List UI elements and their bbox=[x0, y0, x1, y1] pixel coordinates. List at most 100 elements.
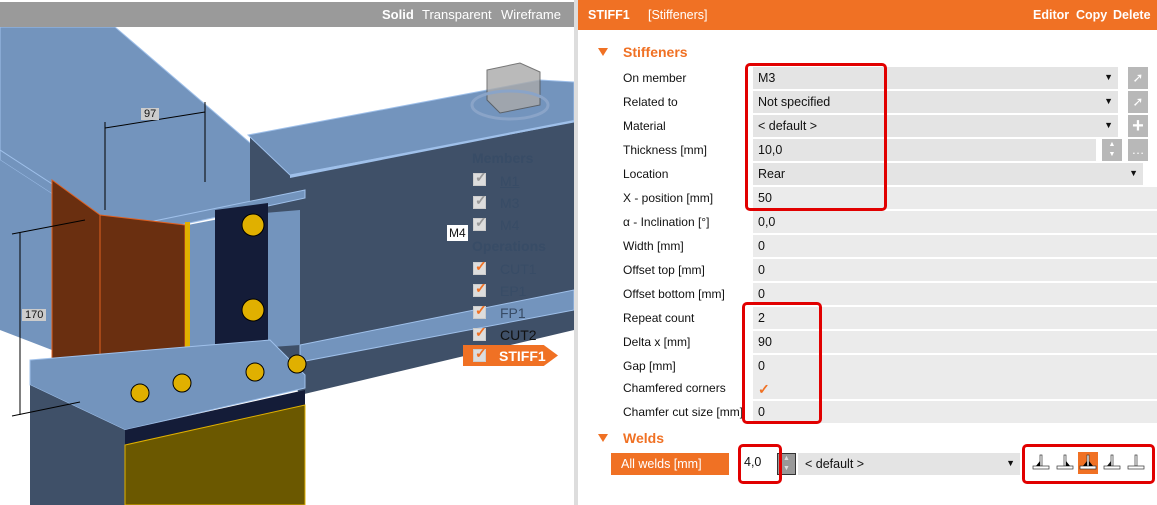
checkbox-icon[interactable] bbox=[473, 214, 487, 231]
chamfer-cut-size-field[interactable]: 0 bbox=[753, 401, 1157, 423]
editor-button[interactable]: Editor bbox=[1033, 8, 1070, 22]
weld-right-icon[interactable] bbox=[1055, 452, 1075, 474]
tree-member[interactable]: M1 bbox=[500, 173, 520, 189]
location-label: Location bbox=[623, 167, 669, 181]
tree-members-header[interactable]: Members bbox=[472, 150, 534, 166]
panel-subtitle: [Stiffeners] bbox=[648, 8, 708, 22]
material-label: Material bbox=[623, 119, 666, 133]
checkbox-icon[interactable] bbox=[473, 258, 487, 275]
properties-panel: STIFF1 [Stiffeners] Editor Copy Delete S… bbox=[578, 0, 1157, 505]
x-position-label: X - position [mm] bbox=[623, 191, 714, 205]
mode-transparent[interactable]: Transparent bbox=[422, 7, 492, 22]
mode-solid[interactable]: Solid bbox=[382, 7, 414, 22]
width-field[interactable]: 0 bbox=[753, 235, 1157, 257]
row-chamfer-cut-size: Chamfer cut size [mm] 0 bbox=[623, 401, 1157, 423]
row-on-member: On member M3▼ ➚ bbox=[623, 67, 1157, 89]
thickness-label: Thickness [mm] bbox=[623, 143, 708, 157]
row-related-to: Related to Not specified▼ ➚ bbox=[623, 91, 1157, 113]
tree-operation[interactable]: EP1 bbox=[500, 283, 527, 299]
tree-operation[interactable]: CUT1 bbox=[500, 261, 537, 277]
panel-header: STIFF1 [Stiffeners] Editor Copy Delete bbox=[578, 0, 1157, 30]
chevron-down-icon: ▼ bbox=[1006, 458, 1015, 468]
location-field[interactable]: Rear▼ bbox=[753, 163, 1143, 185]
checkbox-icon[interactable] bbox=[473, 324, 487, 341]
panel-title: STIFF1 bbox=[588, 8, 630, 22]
view-mode-bar: Solid Transparent Wireframe bbox=[0, 2, 574, 27]
related-to-label: Related to bbox=[623, 95, 678, 109]
repeat-count-field[interactable]: 2 bbox=[753, 307, 1157, 329]
offset-top-field[interactable]: 0 bbox=[753, 259, 1157, 281]
row-x-position: X - position [mm] 50 bbox=[623, 187, 1157, 209]
delta-x-label: Delta x [mm] bbox=[623, 335, 691, 349]
row-location: Location Rear▼ bbox=[623, 163, 1157, 185]
dimension-width: 97 bbox=[141, 108, 160, 120]
more-icon[interactable]: … bbox=[1128, 139, 1148, 161]
related-to-field[interactable]: Not specified▼ bbox=[753, 91, 1118, 113]
x-position-field[interactable]: 50 bbox=[753, 187, 1157, 209]
checkbox-icon[interactable] bbox=[473, 280, 487, 297]
row-offset-top: Offset top [mm]0 bbox=[623, 259, 1157, 281]
delete-button[interactable]: Delete bbox=[1113, 8, 1151, 22]
gap-label: Gap [mm] bbox=[623, 359, 676, 373]
row-inclination: α - Inclination [°] 0,0 bbox=[623, 211, 1157, 233]
offset-bottom-label: Offset bottom [mm] bbox=[623, 287, 725, 301]
row-repeat-count: Repeat count 2 bbox=[623, 307, 1157, 329]
row-material: Material < default >▼ + bbox=[623, 115, 1157, 137]
weld-rear-icon[interactable] bbox=[1102, 452, 1122, 474]
checkbox-icon[interactable] bbox=[473, 345, 487, 362]
chamfered-corners-label: Chamfered corners bbox=[623, 381, 726, 395]
tree-operation-selected[interactable]: STIFF1 bbox=[463, 345, 558, 366]
all-welds-label: All welds [mm] bbox=[611, 453, 729, 475]
chevron-down-icon: ▼ bbox=[1104, 72, 1113, 82]
highlight-box bbox=[1022, 444, 1155, 484]
tree-operations-header[interactable]: Operations bbox=[472, 238, 546, 254]
delta-x-field[interactable]: 90 bbox=[753, 331, 1157, 353]
thickness-stepper[interactable]: ▲▼ bbox=[1102, 139, 1122, 161]
copy-button[interactable]: Copy bbox=[1076, 8, 1108, 22]
width-label: Width [mm] bbox=[623, 239, 684, 253]
checkbox-icon[interactable] bbox=[473, 192, 487, 209]
on-member-field[interactable]: M3▼ bbox=[753, 67, 1118, 89]
chevron-down-icon: ▼ bbox=[1129, 168, 1138, 178]
thickness-field[interactable]: 10,0 bbox=[753, 139, 1096, 161]
material-field[interactable]: < default >▼ bbox=[753, 115, 1118, 137]
add-material-icon[interactable]: + bbox=[1128, 115, 1148, 137]
on-member-label: On member bbox=[623, 71, 687, 85]
weld-left-icon[interactable] bbox=[1031, 452, 1051, 474]
row-thickness: Thickness [mm] 10,0 ▲▼ … bbox=[623, 139, 1157, 161]
tree-member[interactable]: M4 bbox=[500, 217, 520, 233]
chamfered-corners-field[interactable]: ✓ bbox=[753, 377, 1157, 399]
row-width: Width [mm] 0 bbox=[623, 235, 1157, 257]
collapse-icon[interactable] bbox=[598, 48, 608, 56]
pick-cursor-icon[interactable]: ➚ bbox=[1128, 67, 1148, 89]
chevron-down-icon: ▼ bbox=[1104, 96, 1113, 106]
pick-cursor-icon[interactable]: ➚ bbox=[1128, 91, 1148, 113]
checkbox-icon[interactable] bbox=[473, 302, 487, 319]
weld-material-select[interactable]: < default >▼ bbox=[798, 453, 1020, 475]
row-delta-x: Delta x [mm] 90 bbox=[623, 331, 1157, 353]
checkbox-icon[interactable] bbox=[473, 169, 487, 186]
gap-field[interactable]: 0 bbox=[753, 355, 1157, 377]
tree-member[interactable]: M3 bbox=[500, 195, 520, 211]
tree-operation[interactable]: CUT2 bbox=[500, 327, 537, 343]
row-chamfered-corners: Chamfered corners ✓ bbox=[623, 377, 1157, 399]
collapse-icon[interactable] bbox=[598, 434, 608, 442]
weld-size-input[interactable]: 4,0 bbox=[741, 450, 776, 478]
model-drawing bbox=[0, 26, 574, 505]
offset-bottom-field[interactable]: 0 bbox=[753, 283, 1157, 305]
highlight-box bbox=[738, 444, 782, 484]
weld-both-icon[interactable] bbox=[1078, 452, 1098, 474]
member-tag: M4 bbox=[447, 225, 468, 241]
3d-viewport[interactable]: Solid Transparent Wireframe 97 170 M4 Me… bbox=[0, 0, 574, 505]
row-offset-bottom: Offset bottom [mm] 0 bbox=[623, 283, 1157, 305]
weld-none-icon[interactable] bbox=[1126, 452, 1146, 474]
mode-wireframe[interactable]: Wireframe bbox=[501, 7, 561, 22]
inclination-label: α - Inclination [°] bbox=[623, 215, 710, 229]
splitter[interactable] bbox=[574, 0, 578, 505]
repeat-count-label: Repeat count bbox=[623, 311, 695, 325]
tree-operation[interactable]: FP1 bbox=[500, 305, 526, 321]
chamfer-cut-size-label: Chamfer cut size [mm] bbox=[623, 405, 744, 419]
chamfered-checkbox[interactable]: ✓ bbox=[758, 381, 770, 397]
inclination-field[interactable]: 0,0 bbox=[753, 211, 1157, 233]
highlight-box bbox=[742, 302, 822, 424]
